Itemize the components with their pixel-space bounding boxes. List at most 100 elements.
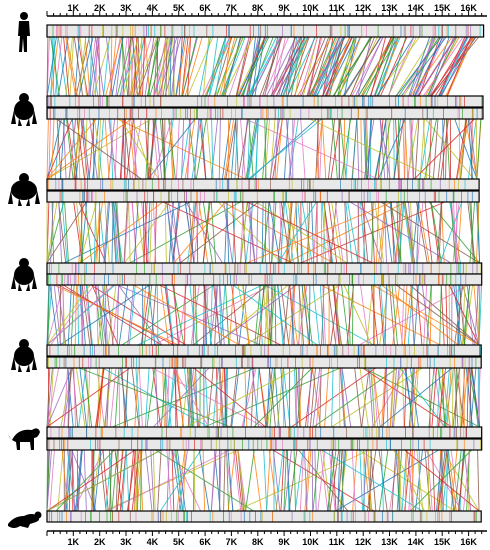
- synteny-link: [338, 367, 341, 428]
- synteny-link: [198, 201, 209, 264]
- genome-track-outline: [46, 344, 482, 357]
- synteny-link: [401, 284, 405, 346]
- synteny-link: [299, 449, 305, 512]
- synteny-link: [134, 36, 158, 97]
- synteny-link: [214, 36, 245, 97]
- synteny-link: [262, 201, 270, 264]
- synteny-link: [380, 284, 386, 346]
- synteny-link: [442, 449, 450, 512]
- genome-track: [46, 107, 484, 120]
- synteny-link: [397, 118, 400, 180]
- synteny-link: [71, 118, 78, 180]
- synteny-link: [448, 284, 451, 346]
- synteny-link: [430, 36, 480, 97]
- synteny-link: [401, 367, 405, 428]
- orangutan-silhouette-icon: [11, 258, 37, 291]
- synteny-link: [167, 367, 177, 428]
- axis-tick-label: 10K: [302, 3, 319, 13]
- synteny-link: [439, 36, 469, 97]
- synteny-link: [153, 36, 167, 97]
- synteny-link: [103, 36, 110, 97]
- synteny-link: [458, 118, 461, 180]
- synteny-link: [438, 36, 466, 97]
- synteny-link: [108, 118, 117, 180]
- synteny-link: [46, 449, 136, 512]
- synteny-link: [46, 367, 73, 428]
- synteny-link: [263, 449, 268, 512]
- synteny-link: [330, 118, 341, 180]
- synteny-link: [328, 36, 350, 97]
- synteny-link: [409, 449, 473, 512]
- synteny-link: [74, 449, 82, 512]
- synteny-link: [280, 449, 285, 512]
- synteny-link: [91, 449, 101, 512]
- synteny-link: [384, 284, 388, 346]
- synteny-link: [475, 118, 478, 180]
- synteny-link: [246, 118, 258, 180]
- synteny-link: [378, 201, 386, 264]
- synteny-link: [124, 201, 171, 264]
- synteny-link: [337, 449, 341, 512]
- synteny-link: [71, 449, 76, 512]
- synteny-link: [304, 449, 308, 512]
- synteny-link: [182, 449, 186, 512]
- synteny-link: [404, 449, 480, 512]
- synteny-link: [381, 367, 386, 428]
- synteny-link: [328, 449, 336, 512]
- synteny-link: [49, 449, 55, 512]
- synteny-link: [128, 118, 136, 180]
- synteny-link: [190, 367, 195, 428]
- synteny-link: [166, 367, 170, 428]
- genome-track-outline: [46, 510, 482, 523]
- synteny-link: [93, 201, 97, 264]
- synteny-link: [124, 201, 129, 264]
- synteny-link: [240, 36, 270, 97]
- synteny-link: [398, 201, 405, 264]
- synteny-link: [218, 118, 221, 180]
- synteny-link: [378, 449, 388, 512]
- synteny-link: [469, 201, 476, 264]
- synteny-link: [66, 118, 74, 180]
- synteny-link: [429, 36, 455, 97]
- synteny-link: [112, 367, 256, 428]
- synteny-link: [290, 201, 297, 264]
- synteny-link: [199, 118, 207, 180]
- synteny-link: [98, 118, 104, 180]
- synteny-link: [237, 118, 249, 180]
- synteny-link: [116, 284, 120, 346]
- synteny-link: [109, 367, 117, 428]
- synteny-link: [416, 201, 428, 264]
- synteny-link: [298, 367, 301, 428]
- synteny-link: [446, 36, 472, 97]
- synteny-link: [364, 118, 368, 180]
- synteny-link: [80, 118, 89, 180]
- synteny-link: [95, 36, 98, 97]
- synteny-link: [144, 118, 150, 180]
- synteny-link: [157, 36, 168, 97]
- synteny-link: [390, 201, 402, 264]
- genome-track-outline: [46, 24, 485, 38]
- synteny-link: [210, 449, 217, 512]
- synteny-link: [78, 36, 87, 97]
- synteny-link: [56, 118, 142, 180]
- synteny-link: [437, 449, 448, 512]
- synteny-link: [141, 201, 149, 264]
- axis-tick-label: 11K: [329, 537, 346, 547]
- synteny-link: [93, 201, 103, 264]
- synteny-link: [450, 449, 458, 512]
- genome-track-outline: [46, 438, 483, 451]
- synteny-link: [113, 201, 119, 264]
- synteny-link: [164, 201, 167, 264]
- synteny-link: [334, 36, 357, 97]
- synteny-link: [283, 449, 287, 512]
- synteny-link: [372, 367, 381, 428]
- synteny-link: [287, 36, 316, 97]
- synteny-link: [79, 36, 87, 97]
- synteny-link: [416, 284, 423, 346]
- synteny-link: [50, 36, 55, 97]
- synteny-link: [78, 36, 94, 97]
- synteny-link: [245, 201, 254, 264]
- synteny-link: [308, 284, 311, 346]
- genome-track-outline: [46, 190, 480, 203]
- synteny-link: [116, 36, 133, 97]
